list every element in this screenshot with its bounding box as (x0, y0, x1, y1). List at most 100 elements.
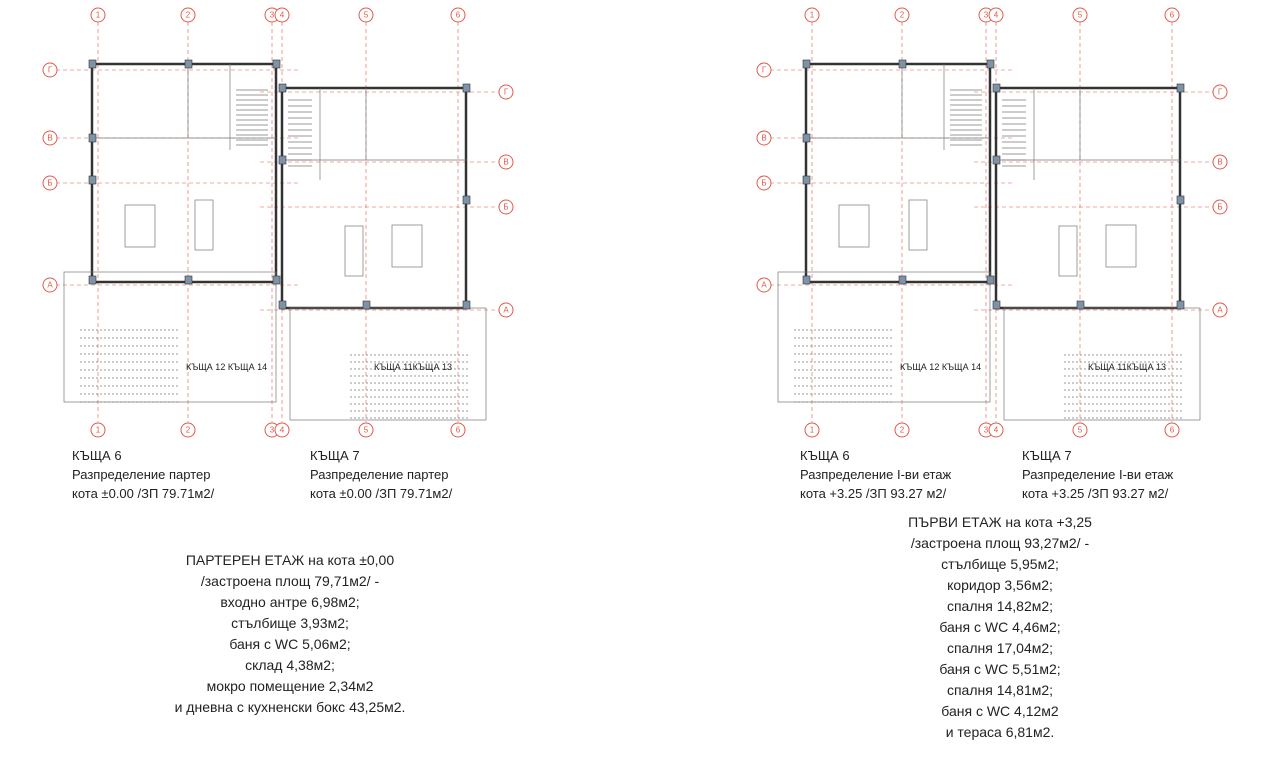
grid-bubble: 6 (450, 7, 466, 23)
summary-line: баня с WC 4,12м2 (941, 703, 1059, 719)
svg-text:Б: Б (47, 179, 52, 188)
grid-bubble: 4 (988, 422, 1004, 438)
caption-title: Разпределение I-ви етаж (1022, 467, 1174, 482)
grid-bubble: Г (1212, 84, 1228, 100)
svg-text:6: 6 (456, 426, 461, 435)
svg-text:Г: Г (504, 88, 509, 97)
caption-house: КЪЩА 6 (800, 448, 850, 463)
summary-line: баня с WC 5,51м2; (939, 661, 1061, 677)
grid-bubble: 6 (1164, 7, 1180, 23)
svg-text:5: 5 (364, 11, 369, 20)
svg-text:6: 6 (1170, 426, 1175, 435)
grid-bubble: Б (756, 175, 772, 191)
grid-bubble: 1 (90, 422, 106, 438)
grid-bubble: А (756, 277, 772, 293)
house-labels: КЪЩА 12 КЪЩА 14 (186, 362, 267, 372)
svg-text:3: 3 (270, 11, 275, 20)
svg-text:2: 2 (900, 11, 905, 20)
caption-house: КЪЩА 7 (1022, 448, 1072, 463)
ground-floor-summary: ПАРТЕРЕН ЕТАЖ на кота ±0,00/застроена пл… (160, 550, 420, 718)
caption-house: КЪЩА 7 (310, 448, 360, 463)
svg-text:В: В (47, 134, 52, 143)
svg-text:Г: Г (762, 66, 767, 75)
caption-level: кота ±0.00 /ЗП 79.71м2/ (72, 486, 215, 501)
summary-line: и дневна с кухненски бокс 43,25м2. (174, 699, 406, 715)
grid-bubble: Г (42, 62, 58, 78)
svg-text:5: 5 (1078, 426, 1083, 435)
grid-bubble: А (42, 277, 58, 293)
svg-text:А: А (503, 306, 509, 315)
svg-text:6: 6 (1170, 11, 1175, 20)
summary-line: спалня 14,82м2; (946, 598, 1054, 614)
summary-line: /застроена площ 93,27м2/ - (910, 535, 1090, 551)
svg-text:В: В (761, 134, 766, 143)
caption-title: Разпределение I-ви етаж (800, 467, 952, 482)
svg-text:2: 2 (900, 426, 905, 435)
caption-title: Разпределение партер (72, 467, 211, 482)
svg-text:1: 1 (810, 11, 815, 20)
svg-text:6: 6 (456, 11, 461, 20)
caption-title: Разпределение партер (310, 467, 449, 482)
caption-first-house-7: КЪЩА 7 Разпределение I-ви етаж кота +3.2… (1022, 446, 1173, 503)
svg-text:Б: Б (1217, 203, 1222, 212)
house-labels: КЪЩА 11КЪЩА 13 (1088, 362, 1166, 372)
svg-text:Б: Б (761, 179, 766, 188)
grid-bubble: А (1212, 302, 1228, 318)
svg-text:2: 2 (186, 11, 191, 20)
grid-bubble: 4 (274, 7, 290, 23)
grid-bubble: 1 (804, 422, 820, 438)
grid-bubble: Б (1212, 199, 1228, 215)
house-labels: КЪЩА 11КЪЩА 13 (374, 362, 452, 372)
svg-text:А: А (761, 281, 767, 290)
grid-bubble: А (498, 302, 514, 318)
caption-level: кота +3.25 /ЗП 93.27 м2/ (800, 486, 947, 501)
grid-bubble: В (42, 130, 58, 146)
grid-bubble: 2 (894, 422, 910, 438)
grid-bubble: В (498, 154, 514, 170)
grid-bubble: 5 (1072, 7, 1088, 23)
summary-line: спалня 17,04м2; (946, 640, 1054, 656)
caption-first-house-6: КЪЩА 6 Разпределение I-ви етаж кота +3.2… (800, 446, 951, 503)
grid-bubble: В (1212, 154, 1228, 170)
summary-line: ПАРТЕРЕН ЕТАЖ на кота ±0,00 (185, 552, 395, 568)
svg-text:Б: Б (503, 203, 508, 212)
summary-line: и тераса 6,81м2. (945, 724, 1055, 740)
svg-text:2: 2 (186, 426, 191, 435)
grid-bubble: 4 (274, 422, 290, 438)
grid-bubble: 2 (180, 422, 196, 438)
svg-text:4: 4 (994, 11, 999, 20)
summary-line: стълбище 5,95м2; (941, 556, 1059, 572)
grid-bubble: 1 (90, 7, 106, 23)
summary-line: входно антре 6,98м2; (220, 594, 360, 610)
svg-text:Г: Г (48, 66, 53, 75)
house-labels: КЪЩА 12 КЪЩА 14 (900, 362, 981, 372)
svg-text:5: 5 (1078, 11, 1083, 20)
svg-text:Г: Г (1218, 88, 1223, 97)
caption-level: кота +3.25 /ЗП 93.27 м2/ (1022, 486, 1169, 501)
svg-text:3: 3 (270, 426, 275, 435)
grid-bubble: Б (42, 175, 58, 191)
svg-text:В: В (503, 158, 508, 167)
grid-bubble: 1 (804, 7, 820, 23)
summary-line: стълбище 3,93м2; (231, 615, 349, 631)
svg-text:1: 1 (96, 426, 101, 435)
grid-bubble: 2 (180, 7, 196, 23)
svg-text:В: В (1217, 158, 1222, 167)
grid-bubble: 6 (1164, 422, 1180, 438)
summary-line: баня с WC 5,06м2; (229, 636, 351, 652)
summary-line: /застроена площ 79,71м2/ - (200, 573, 380, 589)
caption-house: КЪЩА 6 (72, 448, 122, 463)
grid-bubble: 6 (450, 422, 466, 438)
grid-bubble: Г (756, 62, 772, 78)
grid-bubble: В (756, 130, 772, 146)
grid-bubble: 5 (1072, 422, 1088, 438)
grid-bubble: Г (498, 84, 514, 100)
summary-line: спалня 14,81м2; (946, 682, 1054, 698)
svg-text:1: 1 (96, 11, 101, 20)
svg-text:3: 3 (984, 426, 989, 435)
svg-text:5: 5 (364, 426, 369, 435)
svg-text:3: 3 (984, 11, 989, 20)
grid-bubble: Б (498, 199, 514, 215)
summary-line: мокро помещение 2,34м2 (206, 678, 374, 694)
